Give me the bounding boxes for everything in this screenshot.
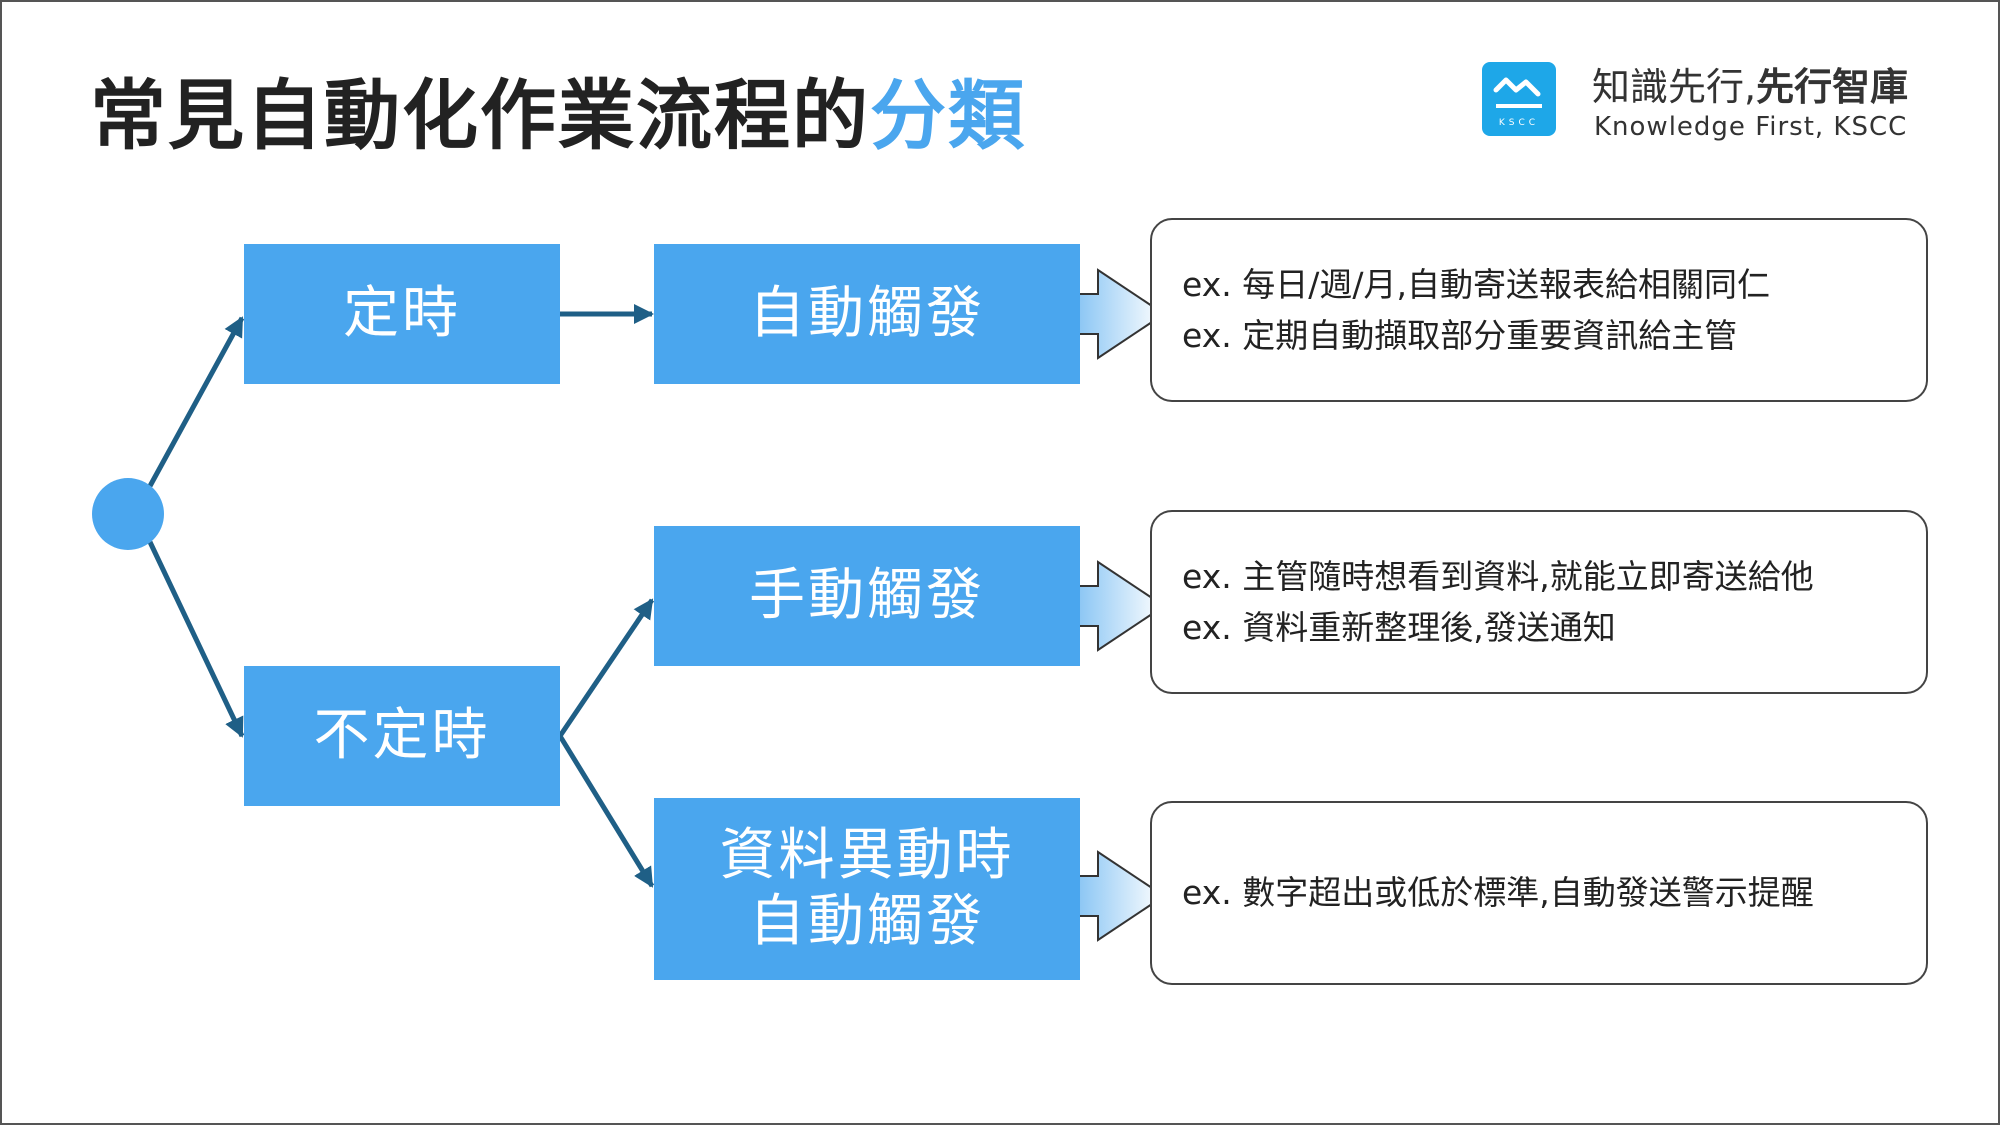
kscc-logo-icon: KSCC [1482, 62, 1556, 136]
title-accent: 分類 [870, 71, 1026, 160]
example-box-manual: ex. 主管隨時想看到資料,就能立即寄送給他 ex. 資料重新整理後,發送通知 [1150, 510, 1928, 694]
brand-tagline: Knowledge First, KSCC [1594, 112, 1908, 142]
connector-unscheduled-to-data-change [557, 734, 655, 888]
node-manual-trigger: 手動觸發 [654, 526, 1080, 666]
logo-text: KSCC [1499, 118, 1539, 128]
example-line: ex. 主管隨時想看到資料,就能立即寄送給他 [1182, 556, 1814, 596]
example-box-auto: ex. 每日/週/月,自動寄送報表給相關同仁 ex. 定期自動擷取部分重要資訊給… [1150, 218, 1928, 402]
node-scheduled: 定時 [244, 244, 560, 384]
brand-name: 知識先行,先行智庫 [1592, 56, 1908, 111]
node-scheduled-label: 定時 [343, 280, 461, 346]
brand-name-bold: 先行智庫 [1756, 65, 1909, 109]
node-manual-trigger-label: 手動觸發 [749, 562, 985, 628]
connector-root-to-scheduled [147, 316, 245, 488]
node-data-change-trigger: 資料異動時 自動觸發 [654, 798, 1080, 980]
example-line: ex. 資料重新整理後,發送通知 [1182, 608, 1616, 647]
root-node [92, 478, 164, 550]
node-data-change-line2: 自動觸發 [749, 889, 985, 954]
connector-unscheduled-to-manual [557, 598, 655, 738]
page-title: 常見自動化作業流程的分類 [90, 54, 1026, 164]
node-unscheduled-label: 不定時 [313, 702, 491, 768]
brand-name-regular: 知識先行, [1592, 65, 1757, 109]
example-box-data-change: ex. 數字超出或低於標準,自動發送警示提醒 [1150, 801, 1928, 985]
node-unscheduled: 不定時 [244, 666, 560, 806]
title-main: 常見自動化作業流程的 [90, 71, 870, 160]
example-line: ex. 數字超出或低於標準,自動發送警示提醒 [1182, 873, 1814, 913]
node-auto-trigger-label: 自動觸發 [749, 280, 985, 346]
connector-root-to-unscheduled [147, 540, 245, 738]
node-data-change-line1: 資料異動時 [719, 822, 1015, 888]
node-auto-trigger: 自動觸發 [654, 244, 1080, 384]
example-line: ex. 每日/週/月,自動寄送報表給相關同仁 [1182, 264, 1770, 304]
example-line: ex. 定期自動擷取部分重要資訊給主管 [1182, 316, 1738, 355]
